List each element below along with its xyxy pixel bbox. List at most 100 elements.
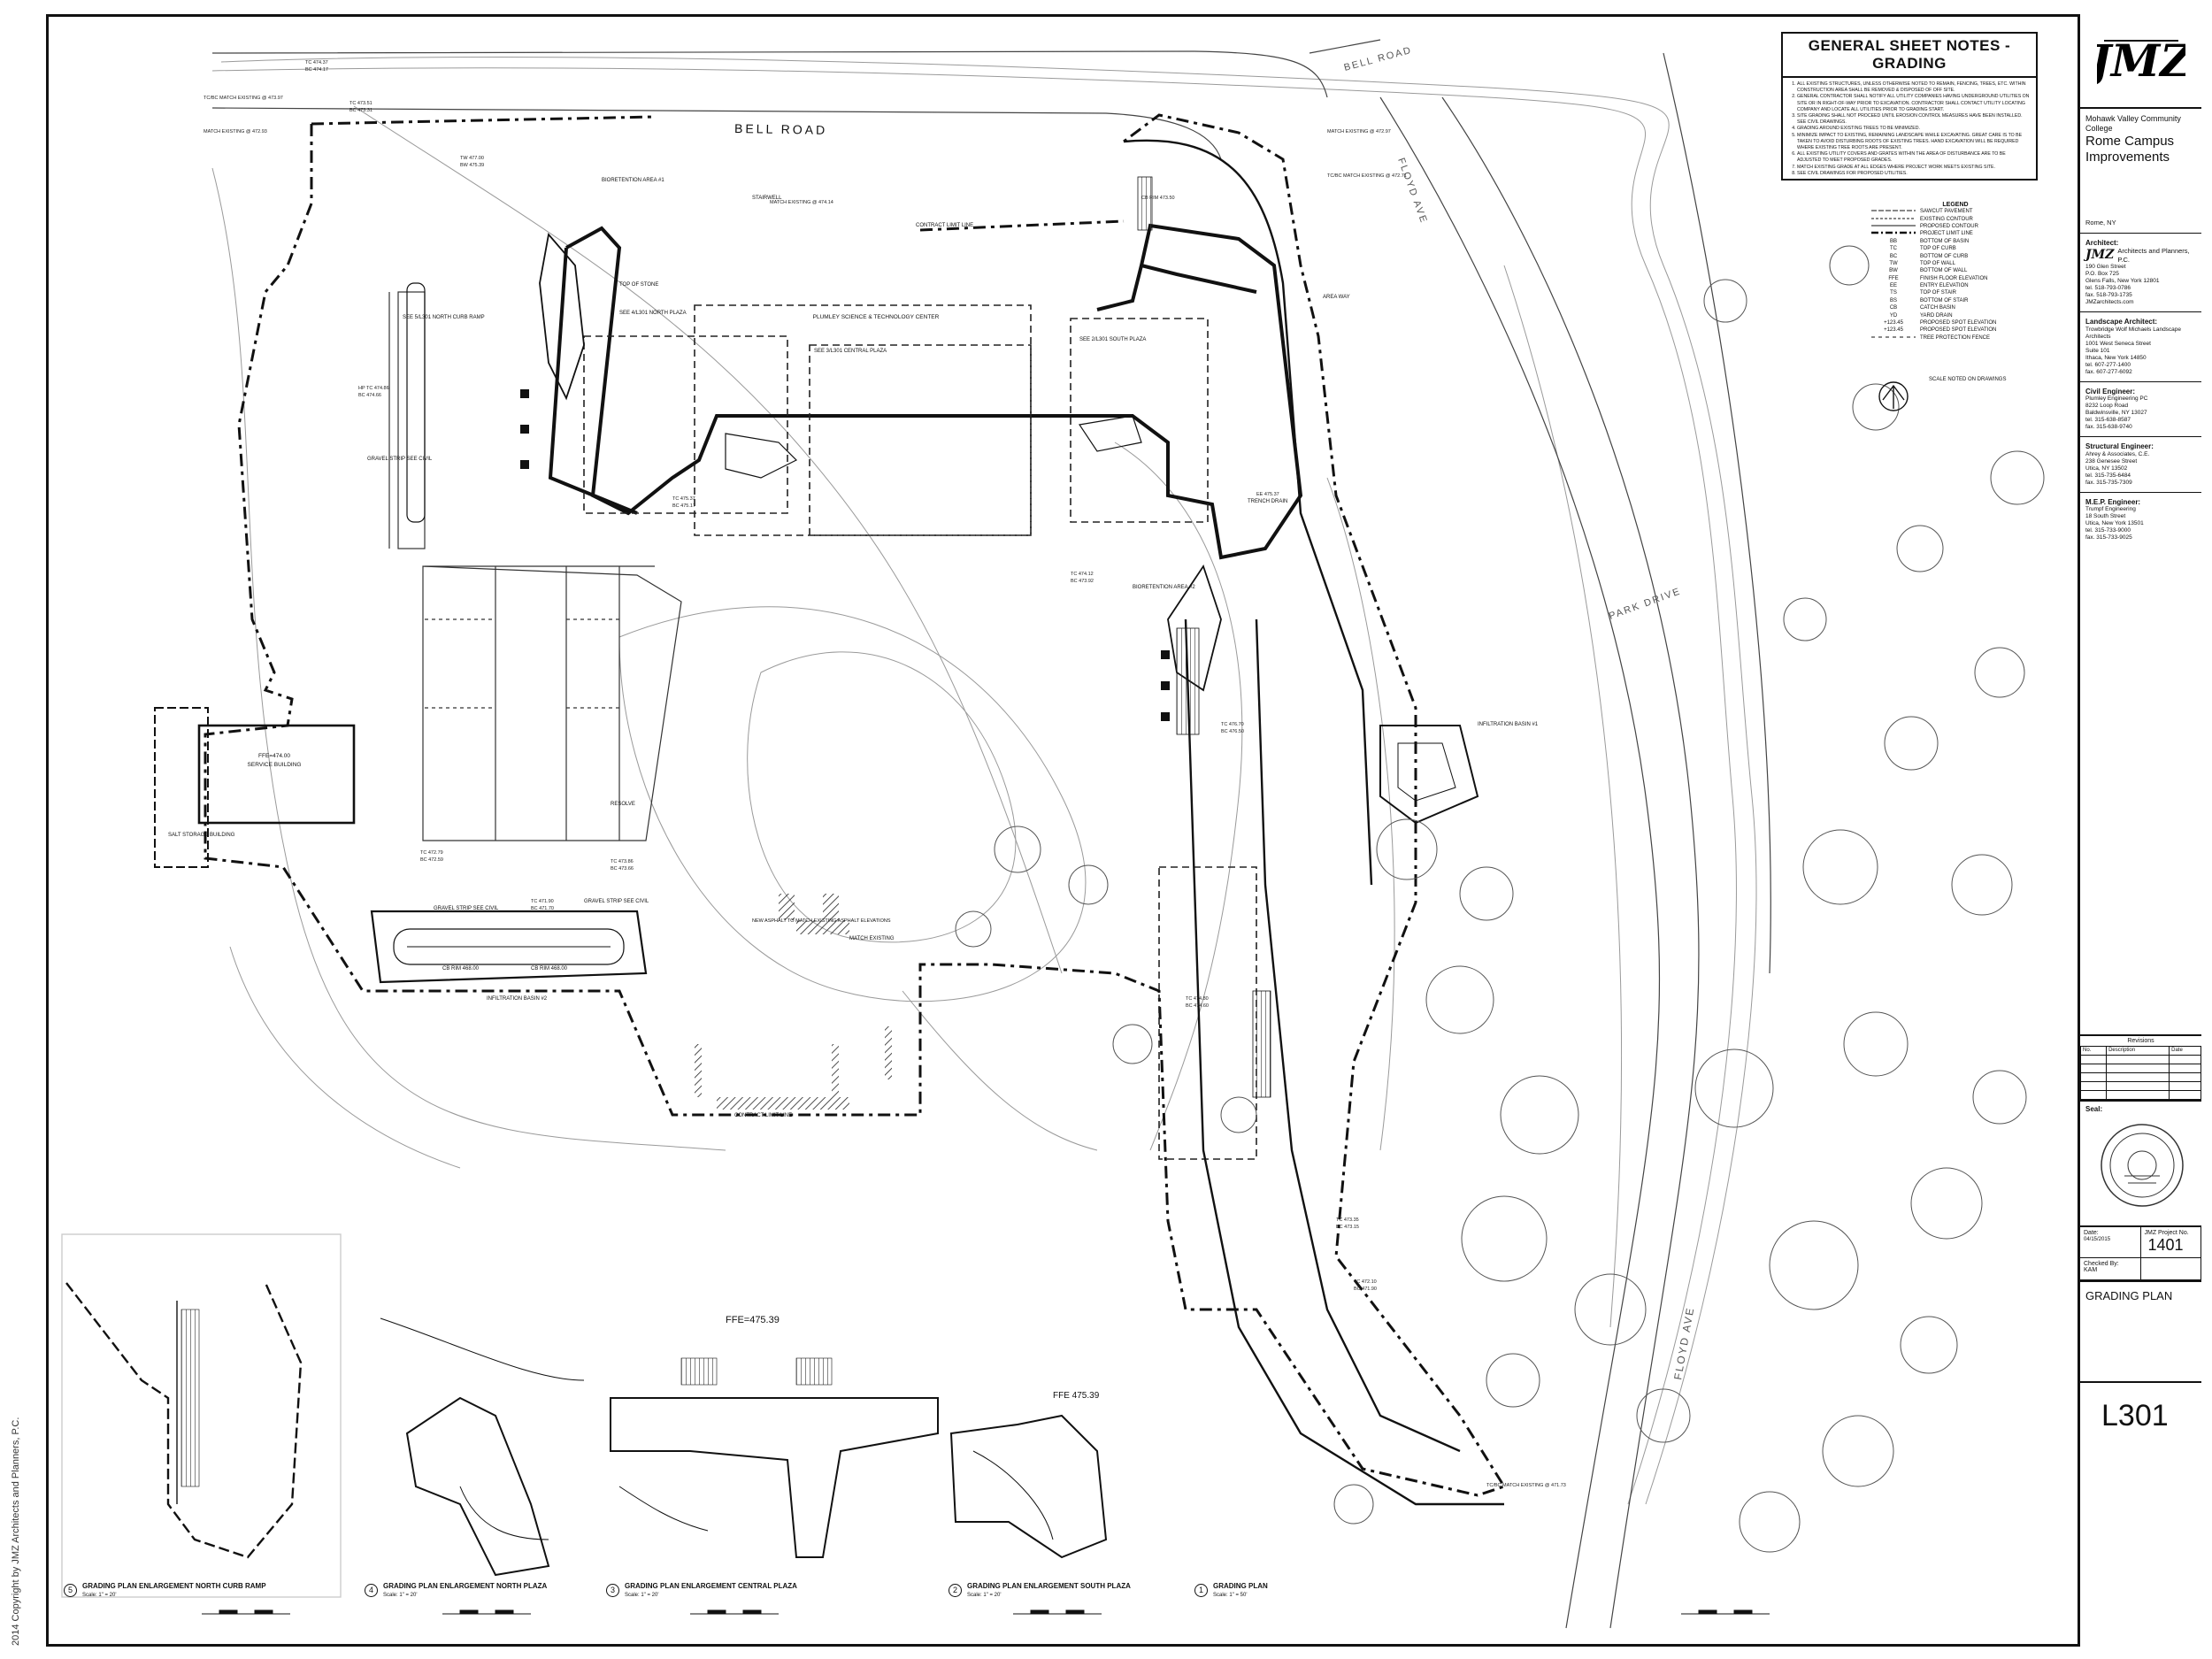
notes-list: ALL EXISTING STRUCTURES, UNLESS OTHERWIS…	[1797, 81, 2031, 177]
label-infiltration-basin: INFILTRATION BASIN #2	[487, 996, 548, 1002]
legend-symbol: YD	[1889, 312, 1898, 319]
legend-row: PROPOSED CONTOUR	[1867, 223, 2044, 230]
spot-elevation-label: BC 476.50	[1221, 729, 1244, 734]
spot-elevation-label: TC 474.37	[305, 60, 328, 65]
legend-symbol: FFE	[1888, 275, 1899, 281]
enlargement-boundaries	[583, 304, 1257, 1160]
notes-title: GENERAL SHEET NOTES - GRADING	[1783, 34, 2036, 78]
note-item: ALL EXISTING UTILITY COVERS AND GRATES W…	[1797, 151, 2031, 164]
spot-elevation-label: TC 473.51	[349, 101, 373, 106]
legend-symbol: CB	[1889, 305, 1898, 311]
copyright-text: 2014 Copyright by JMZ Architects and Pla…	[11, 1417, 21, 1646]
label-top-of-stone: TOP OF STONE	[619, 282, 658, 288]
view-number: 1	[1194, 1583, 1208, 1597]
existing-contours	[211, 57, 1757, 1505]
legend-symbol: BB	[1889, 238, 1897, 244]
label-stairwell: STAIRWELL	[752, 196, 782, 201]
legend-symbol: BW	[1889, 268, 1898, 274]
view-scale: Scale: 1" = 20'	[967, 1593, 1002, 1598]
legend-symbol: +123.45	[1884, 320, 1903, 326]
label-ffe-south: FFE 475.39	[1053, 1391, 1100, 1401]
rev-col-date: Date	[2169, 1045, 2201, 1056]
legend-label: TREE PROTECTION FENCE	[1920, 334, 1991, 341]
legend-row: SAWCUT PAVEMENT	[1867, 208, 2044, 215]
north-arrow	[1878, 381, 1909, 411]
project-name: Rome Campus Improvements	[2085, 134, 2175, 165]
legend-symbol	[1867, 335, 1920, 341]
view-scale: Scale: 1" = 20'	[625, 1593, 659, 1598]
rev-col-desc: Description	[2106, 1045, 2170, 1056]
sheet-number: L301	[2101, 1398, 2169, 1432]
label-park-drive: PARK DRIVE	[1608, 586, 1683, 622]
plan-text: BELL ROAD BELL ROAD FLOYD AVE FLOYD AVE …	[168, 45, 1697, 1401]
label-cb-rim-b: CB RIM 468.00	[531, 966, 568, 972]
legend-label: BOTTOM OF STAIR	[1920, 297, 1969, 303]
spot-elevation-label: TC 476.70	[1221, 722, 1244, 727]
legend-label: TOP OF WALL	[1920, 260, 1955, 266]
view-number: 2	[949, 1583, 962, 1597]
legend-label: ENTRY ELEVATION	[1920, 283, 1969, 289]
spot-elevation-label: TC 475.37	[672, 496, 695, 502]
legend-label: PROPOSED SPOT ELEVATION	[1920, 320, 1997, 326]
architect-logo: JMZ	[2085, 247, 2115, 262]
legend-symbol: BC	[1889, 253, 1898, 259]
spot-elevation-label: MATCH EXISTING @ 472.97	[1327, 129, 1391, 134]
east-drive	[1123, 139, 1504, 1506]
hatched-paving	[695, 894, 892, 1110]
spot-elevation-label: TC 473.86	[611, 859, 634, 864]
legend-symbol: +123.45	[1884, 327, 1903, 334]
legend-label: EXISTING CONTOUR	[1920, 216, 1973, 222]
roads	[211, 39, 1771, 1629]
spot-elevation-label: BC 473.31	[349, 108, 373, 113]
spot-elevation-label: MATCH EXISTING @ 472.93	[204, 129, 267, 134]
spot-elevation-label: BC 474.66	[358, 393, 381, 398]
checked-cell: Checked By:KAM	[2080, 1257, 2141, 1280]
label-bell-road: BELL ROAD	[734, 121, 827, 137]
note-item: SITE GRADING SHALL NOT PROCEED UNTIL ERO…	[1797, 113, 2031, 126]
architect-info: Architect: JMZ Architects and Planners, …	[2080, 234, 2201, 312]
label-see-curb: SEE 5/L301 NORTH CURB RAMP	[403, 315, 485, 320]
spot-elevation-label: TC 472.10	[1354, 1279, 1377, 1285]
legend-row: EXISTING CONTOUR	[1867, 215, 2044, 222]
view-number: 5	[64, 1583, 77, 1597]
spot-elevation-label: BC 471.70	[531, 906, 554, 911]
label-gravel-strip-3: GRAVEL STRIP SEE CIVIL	[367, 457, 433, 462]
spot-elevation-label: BC 474.60	[1186, 1003, 1209, 1009]
label-building: PLUMLEY SCIENCE & TECHNOLOGY CENTER	[813, 314, 940, 320]
legend-label: PROJECT LIMIT LINE	[1920, 231, 1973, 237]
existing-trees	[955, 245, 2045, 1553]
rev-col-no: No.	[2079, 1045, 2108, 1056]
enlargement-views	[61, 1233, 1108, 1598]
date-value: 04/15/2015	[2084, 1236, 2111, 1242]
view-title-text: GRADING PLAN	[1213, 1582, 1268, 1590]
legend-symbol	[1867, 224, 1920, 229]
architect-address: 190 Glen Street P.O. Box 725 Glens Falls…	[2085, 264, 2160, 305]
mep-heading: M.E.P. Engineer:	[2085, 497, 2141, 506]
legend-symbol: TW	[1889, 260, 1898, 266]
parking-icons	[520, 389, 1170, 721]
legend-symbol: TS	[1890, 290, 1897, 296]
date-cell: Date:04/15/2015	[2080, 1226, 2141, 1258]
spot-elevation-label: TC 474.80	[1186, 996, 1209, 1002]
general-sheet-notes: GENERAL SHEET NOTES - GRADING ALL EXISTI…	[1781, 32, 2038, 180]
spot-elevation-label: BC 472.59	[420, 857, 443, 863]
label-gravel-strip: GRAVEL STRIP SEE CIVIL	[434, 906, 499, 911]
legend-row: PROJECT LIMIT LINE	[1867, 230, 2044, 237]
civil-address: Plumley Engineering PC 8232 Loop Road Ba…	[2085, 396, 2148, 430]
label-see-south: SEE 2/L301 SOUTH PLAZA	[1079, 337, 1146, 342]
landscape-heading: Landscape Architect:	[2085, 318, 2158, 326]
label-service-building: SERVICE BUILDING	[248, 762, 302, 768]
structural-info: Structural Engineer: Ahrey & Associates,…	[2080, 437, 2201, 493]
spot-elevation-label: BC 471.90	[1354, 1286, 1377, 1292]
label-infiltration-east: INFILTRATION BASIN #1	[1478, 722, 1539, 727]
spot-elevation-label: TC 474.12	[1071, 572, 1094, 577]
